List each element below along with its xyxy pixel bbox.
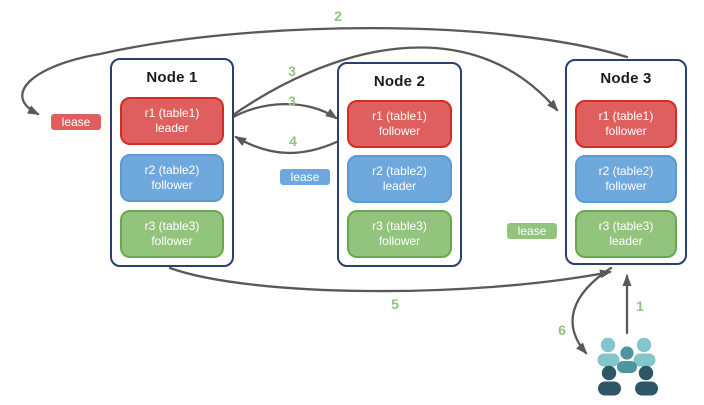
node-1: Node 1 r1 (table1) leader r2 (table2) fo… <box>110 58 234 267</box>
replica-name: r3 (table3) <box>144 219 200 233</box>
replica-role: leader <box>609 234 643 248</box>
node-2-title: Node 2 <box>373 73 426 90</box>
step-label-6: 6 <box>558 322 566 338</box>
replica-name: r2 (table2) <box>144 163 200 177</box>
replica-role: follower <box>378 234 421 248</box>
users-group-icon <box>597 337 658 396</box>
replica-r2-node3: r2 (table2) follower <box>575 155 677 203</box>
user-back-right-icon <box>633 337 656 367</box>
replica-role: follower <box>151 178 193 192</box>
step-label-1: 1 <box>636 298 644 314</box>
replica-name: r1 (table1) <box>598 109 654 123</box>
replica-role: follower <box>605 124 647 138</box>
user-front-left-icon <box>598 365 621 396</box>
replica-r3-node2: r3 (table3) follower <box>347 210 452 258</box>
replica-name: r1 (table1) <box>372 109 427 123</box>
arrow-step-3-node1-to-node2 <box>224 102 338 123</box>
replica-role: leader <box>382 179 417 193</box>
step-label-2: 2 <box>334 8 342 24</box>
user-back-left-icon <box>597 337 620 367</box>
user-front-right-icon <box>635 365 658 396</box>
arrow-step-5-node1-to-node3 <box>168 266 612 293</box>
replica-r2-node1: r2 (table2) follower <box>120 154 224 202</box>
step-label-5: 5 <box>391 296 399 312</box>
step-label-3-lower: 3 <box>288 93 296 109</box>
replica-name: r3 (table3) <box>372 219 427 233</box>
lease-badge-green: lease <box>505 221 559 241</box>
replica-name: r2 (table2) <box>372 164 427 178</box>
replica-role: leader <box>155 121 189 135</box>
step-label-3-upper: 3 <box>288 63 296 79</box>
replica-name: r3 (table3) <box>598 219 654 233</box>
lease-badge-blue: lease <box>278 167 332 187</box>
node-1-title: Node 1 <box>146 69 198 86</box>
replica-name: r1 (table1) <box>144 106 200 120</box>
replica-role: follower <box>151 234 193 248</box>
replica-role: follower <box>605 179 647 193</box>
replica-r1-node3: r1 (table1) follower <box>575 100 677 148</box>
replica-r3-node3: r3 (table3) leader <box>575 210 677 258</box>
arrow-step-6-node3-to-clients <box>571 266 613 355</box>
replica-role: follower <box>378 124 421 138</box>
node-3: Node 3 r1 (table1) follower r2 (table2) … <box>565 59 687 265</box>
replica-r2-node2: r2 (table2) leader <box>347 155 452 203</box>
node-3-title: Node 3 <box>600 70 652 87</box>
replica-r1-node2: r1 (table1) follower <box>347 100 452 148</box>
replica-r1-node1: r1 (table1) leader <box>120 97 224 145</box>
node-2: Node 2 r1 (table1) follower r2 (table2) … <box>337 62 462 267</box>
replica-name: r2 (table2) <box>598 164 654 178</box>
step-label-4: 4 <box>289 133 297 149</box>
user-middle-icon <box>617 346 637 373</box>
replica-r3-node1: r3 (table3) follower <box>120 210 224 258</box>
lease-badge-red: lease <box>49 112 103 132</box>
